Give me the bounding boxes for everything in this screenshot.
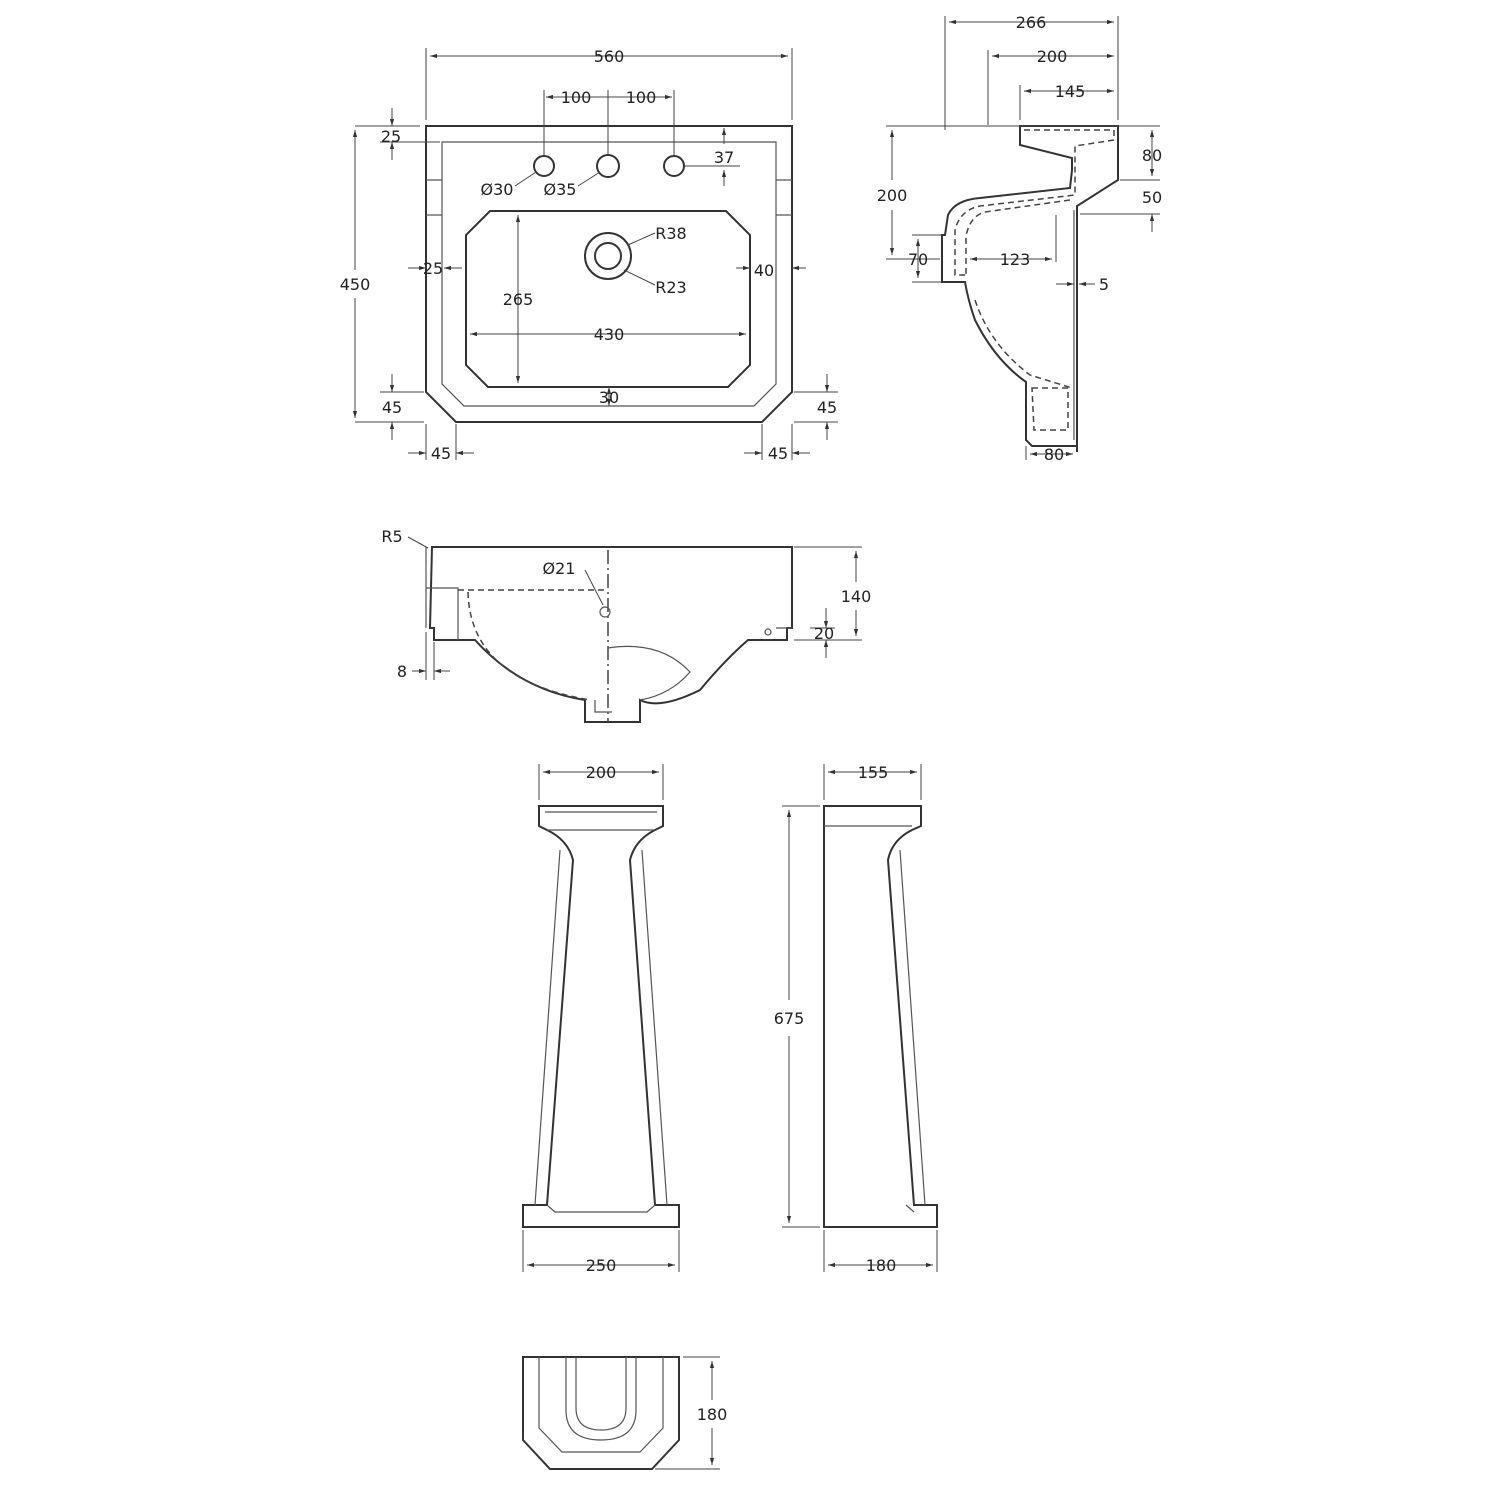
basin-top-view: 560 100 100 25 37 Ø30 Ø35 R38 R23 450 25… bbox=[340, 47, 838, 463]
dim-front-height: 140 bbox=[841, 587, 872, 606]
dim-pedestal-top-depth: 155 bbox=[858, 763, 889, 782]
dim-rim-left: 25 bbox=[423, 259, 443, 278]
dim-tap-offset: 37 bbox=[714, 148, 734, 167]
dim-overall: 266 bbox=[1016, 13, 1047, 32]
dim-rim-right: 40 bbox=[754, 261, 774, 280]
tap-hole-right bbox=[663, 155, 685, 177]
dim-pedestal-plan-depth: 180 bbox=[697, 1405, 728, 1424]
dim-wall: 5 bbox=[1099, 275, 1109, 294]
dim-step: 50 bbox=[1142, 188, 1162, 207]
waste-outer bbox=[584, 232, 632, 280]
dim-pedestal-base-depth: 180 bbox=[866, 1256, 897, 1275]
dim-outlet-depth: 123 bbox=[1000, 250, 1031, 269]
dim-outlet: 70 bbox=[908, 250, 928, 269]
dim-side-height: 200 bbox=[877, 186, 908, 205]
dim-chamfer-right-v: 45 bbox=[817, 398, 837, 417]
waste-inner bbox=[594, 242, 622, 270]
dim-tap-left: 100 bbox=[561, 88, 592, 107]
dim-chamfer-right-h: 45 bbox=[768, 444, 788, 463]
dim-side-base: 80 bbox=[1044, 445, 1064, 464]
tap-hole-left bbox=[533, 155, 555, 177]
dim-waste-outer: R38 bbox=[655, 224, 686, 243]
dim-width: 560 bbox=[594, 47, 625, 66]
dim-pedestal-top-width: 200 bbox=[586, 763, 617, 782]
dim-waste-inner: R23 bbox=[655, 278, 686, 297]
pedestal-side-view: 155 180 675 bbox=[774, 763, 938, 1275]
pedestal-plan-view: 180 bbox=[522, 1356, 728, 1470]
dim-chamfer-left-h: 45 bbox=[431, 444, 451, 463]
dim-tap-right: 100 bbox=[626, 88, 657, 107]
dim-top-width: 145 bbox=[1055, 82, 1086, 101]
dim-radius: R5 bbox=[381, 527, 402, 546]
dim-pedestal-base-width: 250 bbox=[586, 1256, 617, 1275]
dim-hole-small: Ø30 bbox=[481, 180, 514, 199]
tap-hole-center bbox=[596, 154, 620, 178]
dim-bowl-depth: 265 bbox=[503, 290, 534, 309]
basin-side-view: 266 200 145 200 80 50 70 123 5 80 bbox=[877, 13, 1162, 464]
dim-rim-top: 25 bbox=[381, 127, 401, 146]
basin-front-view: R5 Ø21 140 20 8 bbox=[381, 527, 872, 723]
dim-depth: 450 bbox=[340, 275, 371, 294]
dim-inner: 200 bbox=[1037, 47, 1068, 66]
dim-rim-front: 30 bbox=[599, 388, 619, 407]
dim-bowl-width: 430 bbox=[594, 325, 625, 344]
dim-chamfer-left-v: 45 bbox=[382, 398, 402, 417]
dim-pedestal-height: 675 bbox=[774, 1009, 805, 1028]
dim-overhang: 8 bbox=[397, 662, 407, 681]
pedestal-front-view: 200 250 bbox=[522, 763, 680, 1275]
dim-overflow: Ø21 bbox=[543, 559, 576, 578]
dim-foot: 20 bbox=[814, 624, 834, 643]
dim-top-thickness: 80 bbox=[1142, 146, 1162, 165]
dim-hole-large: Ø35 bbox=[544, 180, 577, 199]
